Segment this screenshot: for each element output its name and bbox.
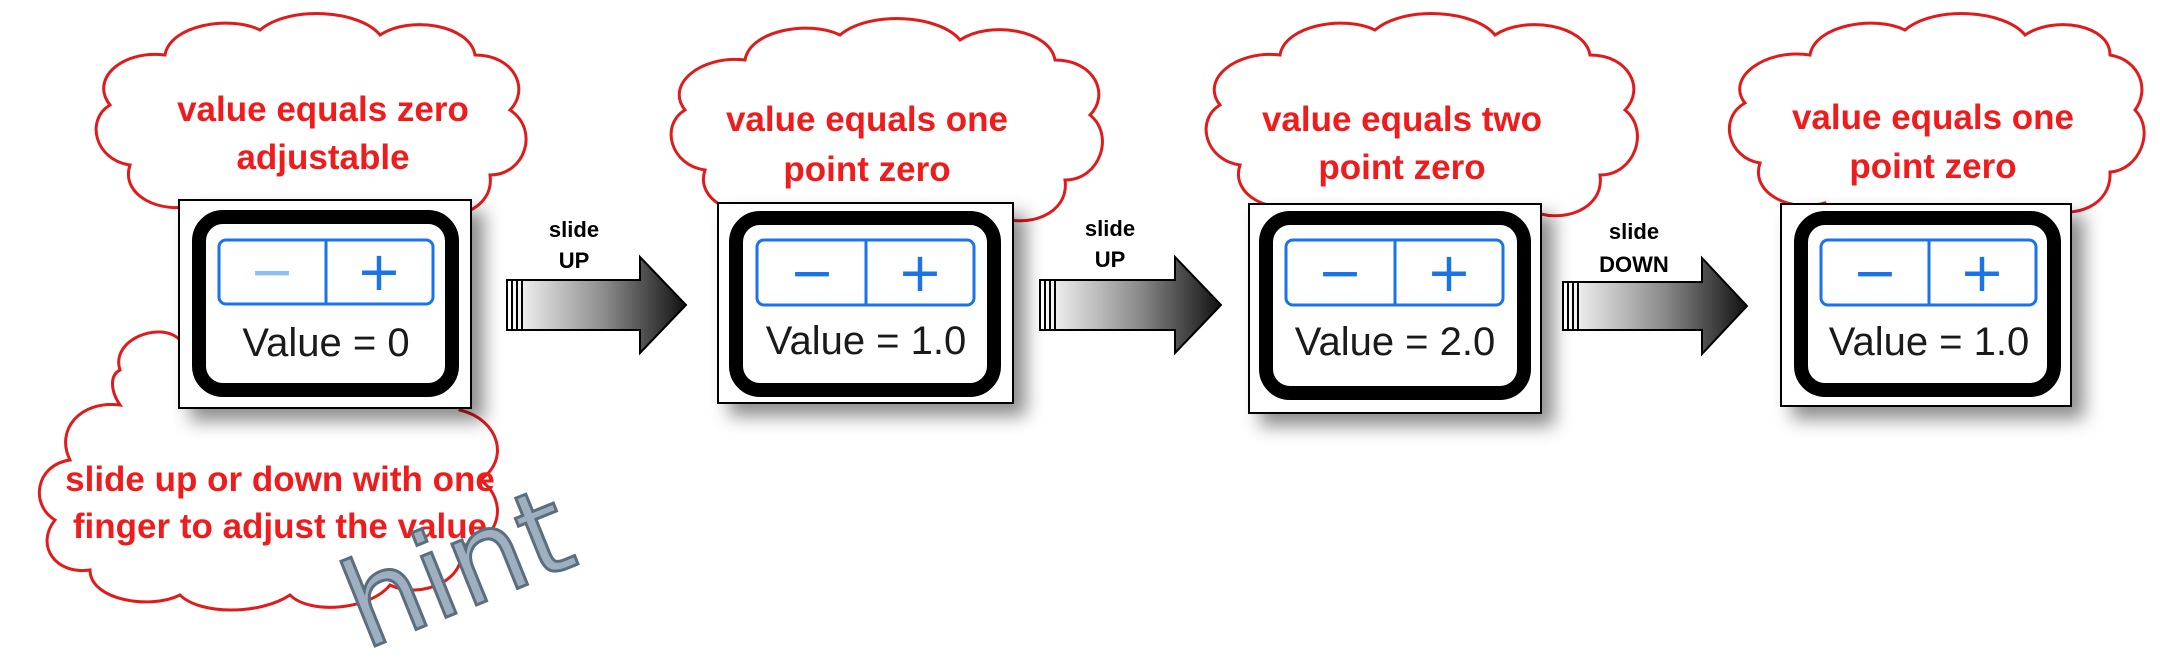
arrow-3-label-line-1: slide	[1609, 219, 1659, 244]
arrow-1-label-line-1: slide	[549, 217, 599, 242]
arrow-1-shape	[506, 254, 688, 356]
panel-4-decrement-button[interactable]: −	[1852, 241, 1897, 304]
panel-1-screenshot: − + Value = 0	[178, 199, 472, 409]
panel-1-increment-button[interactable]: +	[356, 240, 401, 303]
panel-3: value equals two point zero − + Value = …	[1204, 12, 1639, 414]
panel-4-cloud-line-2: point zero	[1849, 147, 2016, 186]
panel-4-cloud-outline	[1728, 12, 2146, 228]
panel-4: value equals one point zero − + Value = …	[1728, 12, 2146, 407]
panel-2-screenshot: − + Value = 1.0	[717, 202, 1014, 404]
panel-3-decrement-button[interactable]: −	[1317, 241, 1362, 304]
arrow-3: slide DOWN	[1562, 219, 1749, 357]
panel-1: value equals zero adjustable − + Value =…	[94, 12, 528, 409]
panel-3-value-label: Value = 2.0	[1295, 320, 1496, 364]
panel-4-screenshot: − + Value = 1.0	[1780, 203, 2072, 407]
arrow-1-label-line-2: UP	[559, 248, 590, 273]
panel-1-cloud: value equals zero adjustable	[94, 12, 528, 231]
panel-1-cloud-line-1: value equals zero	[177, 90, 469, 129]
panel-2-cloud: value equals one point zero	[669, 17, 1104, 236]
panel-2-cloud-line-2: point zero	[783, 150, 950, 189]
panel-4-value-label: Value = 1.0	[1829, 320, 2030, 364]
hint-cloud-line-1: slide up or down with one	[65, 460, 495, 499]
panel-3-screenshot: − + Value = 2.0	[1248, 203, 1542, 414]
arrow-2-shape	[1039, 254, 1223, 356]
panel-2-decrement-button[interactable]: −	[789, 241, 834, 304]
panel-4-increment-button[interactable]: +	[1959, 241, 2004, 304]
arrow-3-shape	[1562, 255, 1749, 357]
arrow-3-label-line-2: DOWN	[1599, 252, 1669, 277]
arrow-2-label-line-2: UP	[1095, 247, 1126, 272]
panel-1-value-label: Value = 0	[242, 321, 409, 365]
panel-2-increment-button[interactable]: +	[897, 241, 942, 304]
panel-4-cloud: value equals one point zero	[1728, 12, 2146, 228]
panel-2-cloud-outline	[669, 17, 1104, 236]
panel-3-cloud: value equals two point zero	[1204, 12, 1639, 231]
panel-3-increment-button[interactable]: +	[1426, 241, 1471, 304]
hint-cloud-line-2: finger to adjust the value	[73, 507, 487, 546]
panel-3-cloud-line-1: value equals two	[1262, 100, 1542, 139]
panel-1-decrement-button[interactable]: −	[249, 240, 294, 303]
panel-2-value-label: Value = 1.0	[766, 319, 967, 363]
panel-4-cloud-line-1: value equals one	[1792, 98, 2074, 137]
panel-3-cloud-line-2: point zero	[1318, 148, 1485, 187]
arrow-2-label-line-1: slide	[1085, 216, 1135, 241]
panel-1-cloud-line-2: adjustable	[236, 138, 409, 177]
arrow-2: slide UP	[1039, 216, 1223, 356]
panel-2-cloud-line-1: value equals one	[726, 100, 1008, 139]
panel-2: value equals one point zero − + Value = …	[669, 17, 1104, 404]
panel-3-cloud-outline	[1204, 12, 1639, 231]
arrow-1: slide UP	[506, 217, 688, 356]
